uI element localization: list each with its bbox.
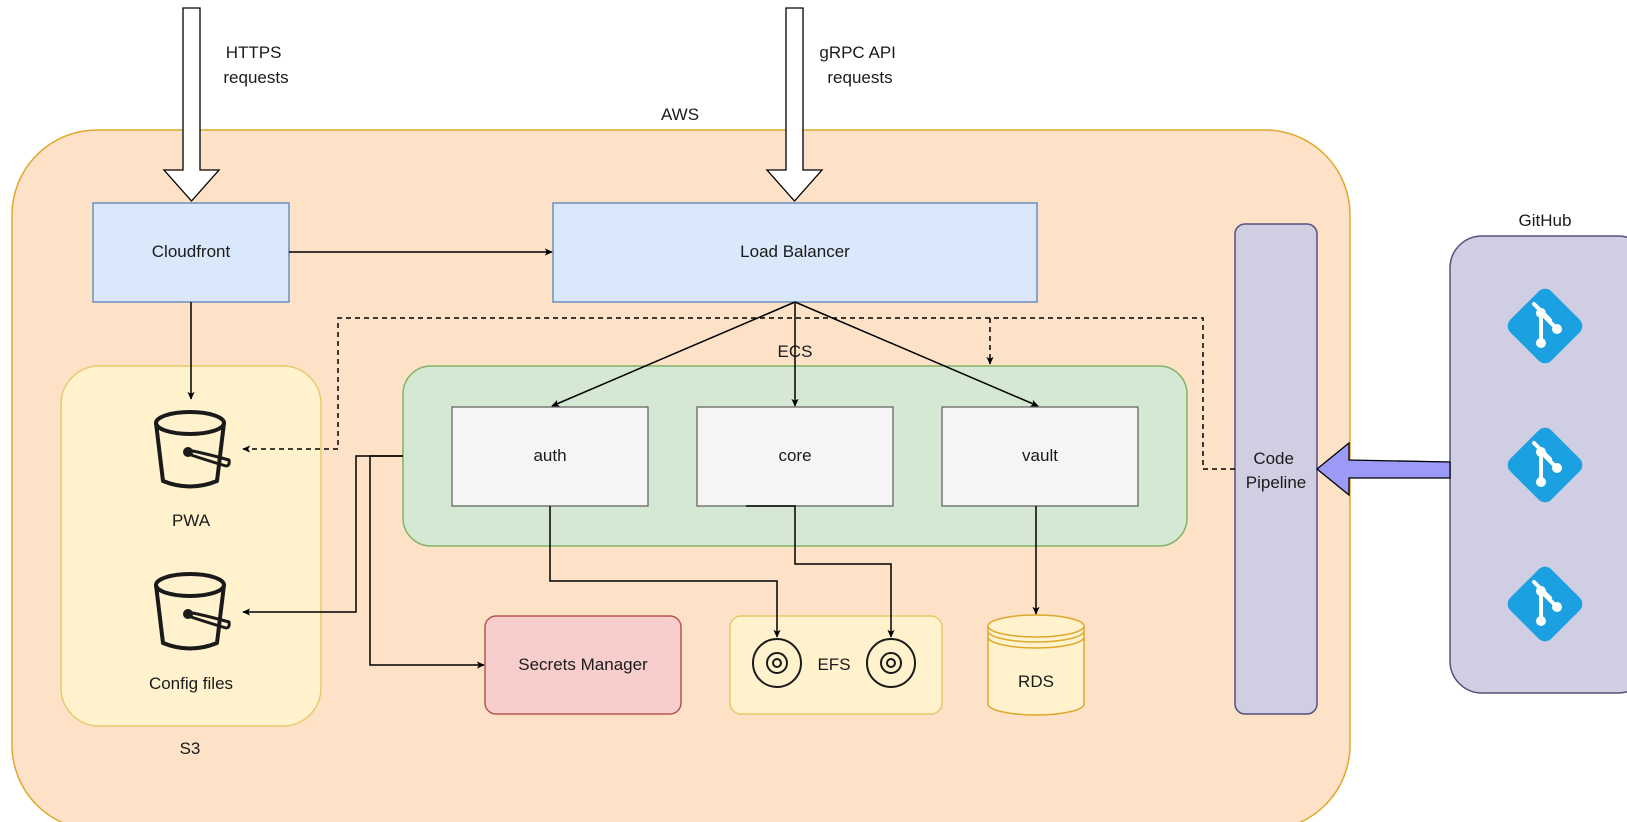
auth-label: auth xyxy=(533,446,566,465)
secrets-manager-node xyxy=(484,615,682,715)
load-balancer-label: Load Balancer xyxy=(740,242,850,261)
core-to-efs-arrow xyxy=(746,505,895,638)
rds-label: RDS xyxy=(1018,672,1054,691)
pipeline-to-pwa-dashed-arrow xyxy=(242,317,1235,470)
efs-disk-icon xyxy=(752,638,802,688)
s3-bucket-icon xyxy=(154,410,231,489)
load-balancer-node xyxy=(552,202,1038,303)
git-icon xyxy=(1507,566,1583,642)
auth-to-efs-arrow xyxy=(549,506,781,638)
github-label: GitHub xyxy=(1519,211,1572,230)
secrets-manager-label: Secrets Manager xyxy=(518,655,648,674)
grpc-requests-label: gRPC API requests xyxy=(819,43,900,87)
vault-label: vault xyxy=(1022,446,1058,465)
ecs-to-secrets-manager-arrow xyxy=(369,455,485,669)
config-files-label: Config files xyxy=(149,674,233,693)
s3-bucket-icon xyxy=(154,572,231,651)
s3-container xyxy=(60,365,322,727)
git-icon xyxy=(1507,288,1583,364)
git-icon xyxy=(1507,427,1583,503)
efs-disk-icon xyxy=(866,638,916,688)
code-pipeline-label: Code Pipeline xyxy=(1246,449,1307,492)
code-pipeline-node xyxy=(1234,223,1318,715)
core-label: core xyxy=(778,446,811,465)
cloudfront-label: Cloudfront xyxy=(152,242,231,261)
github-to-pipeline-arrow xyxy=(1315,441,1451,497)
https-requests-label: HTTPS requests xyxy=(223,43,288,87)
s3-label: S3 xyxy=(180,739,201,758)
database-icon xyxy=(987,614,1085,716)
cloudfront-node xyxy=(92,202,290,303)
efs-label: EFS xyxy=(817,655,850,674)
auth-service xyxy=(451,406,649,507)
grpc-requests-arrow xyxy=(765,7,824,202)
lb-to-vault-arrow xyxy=(794,301,1039,407)
lb-to-auth-arrow xyxy=(551,301,796,407)
vault-service xyxy=(941,406,1139,507)
aws-label: AWS xyxy=(661,105,699,124)
https-requests-arrow xyxy=(162,7,221,202)
pwa-label: PWA xyxy=(172,511,211,530)
